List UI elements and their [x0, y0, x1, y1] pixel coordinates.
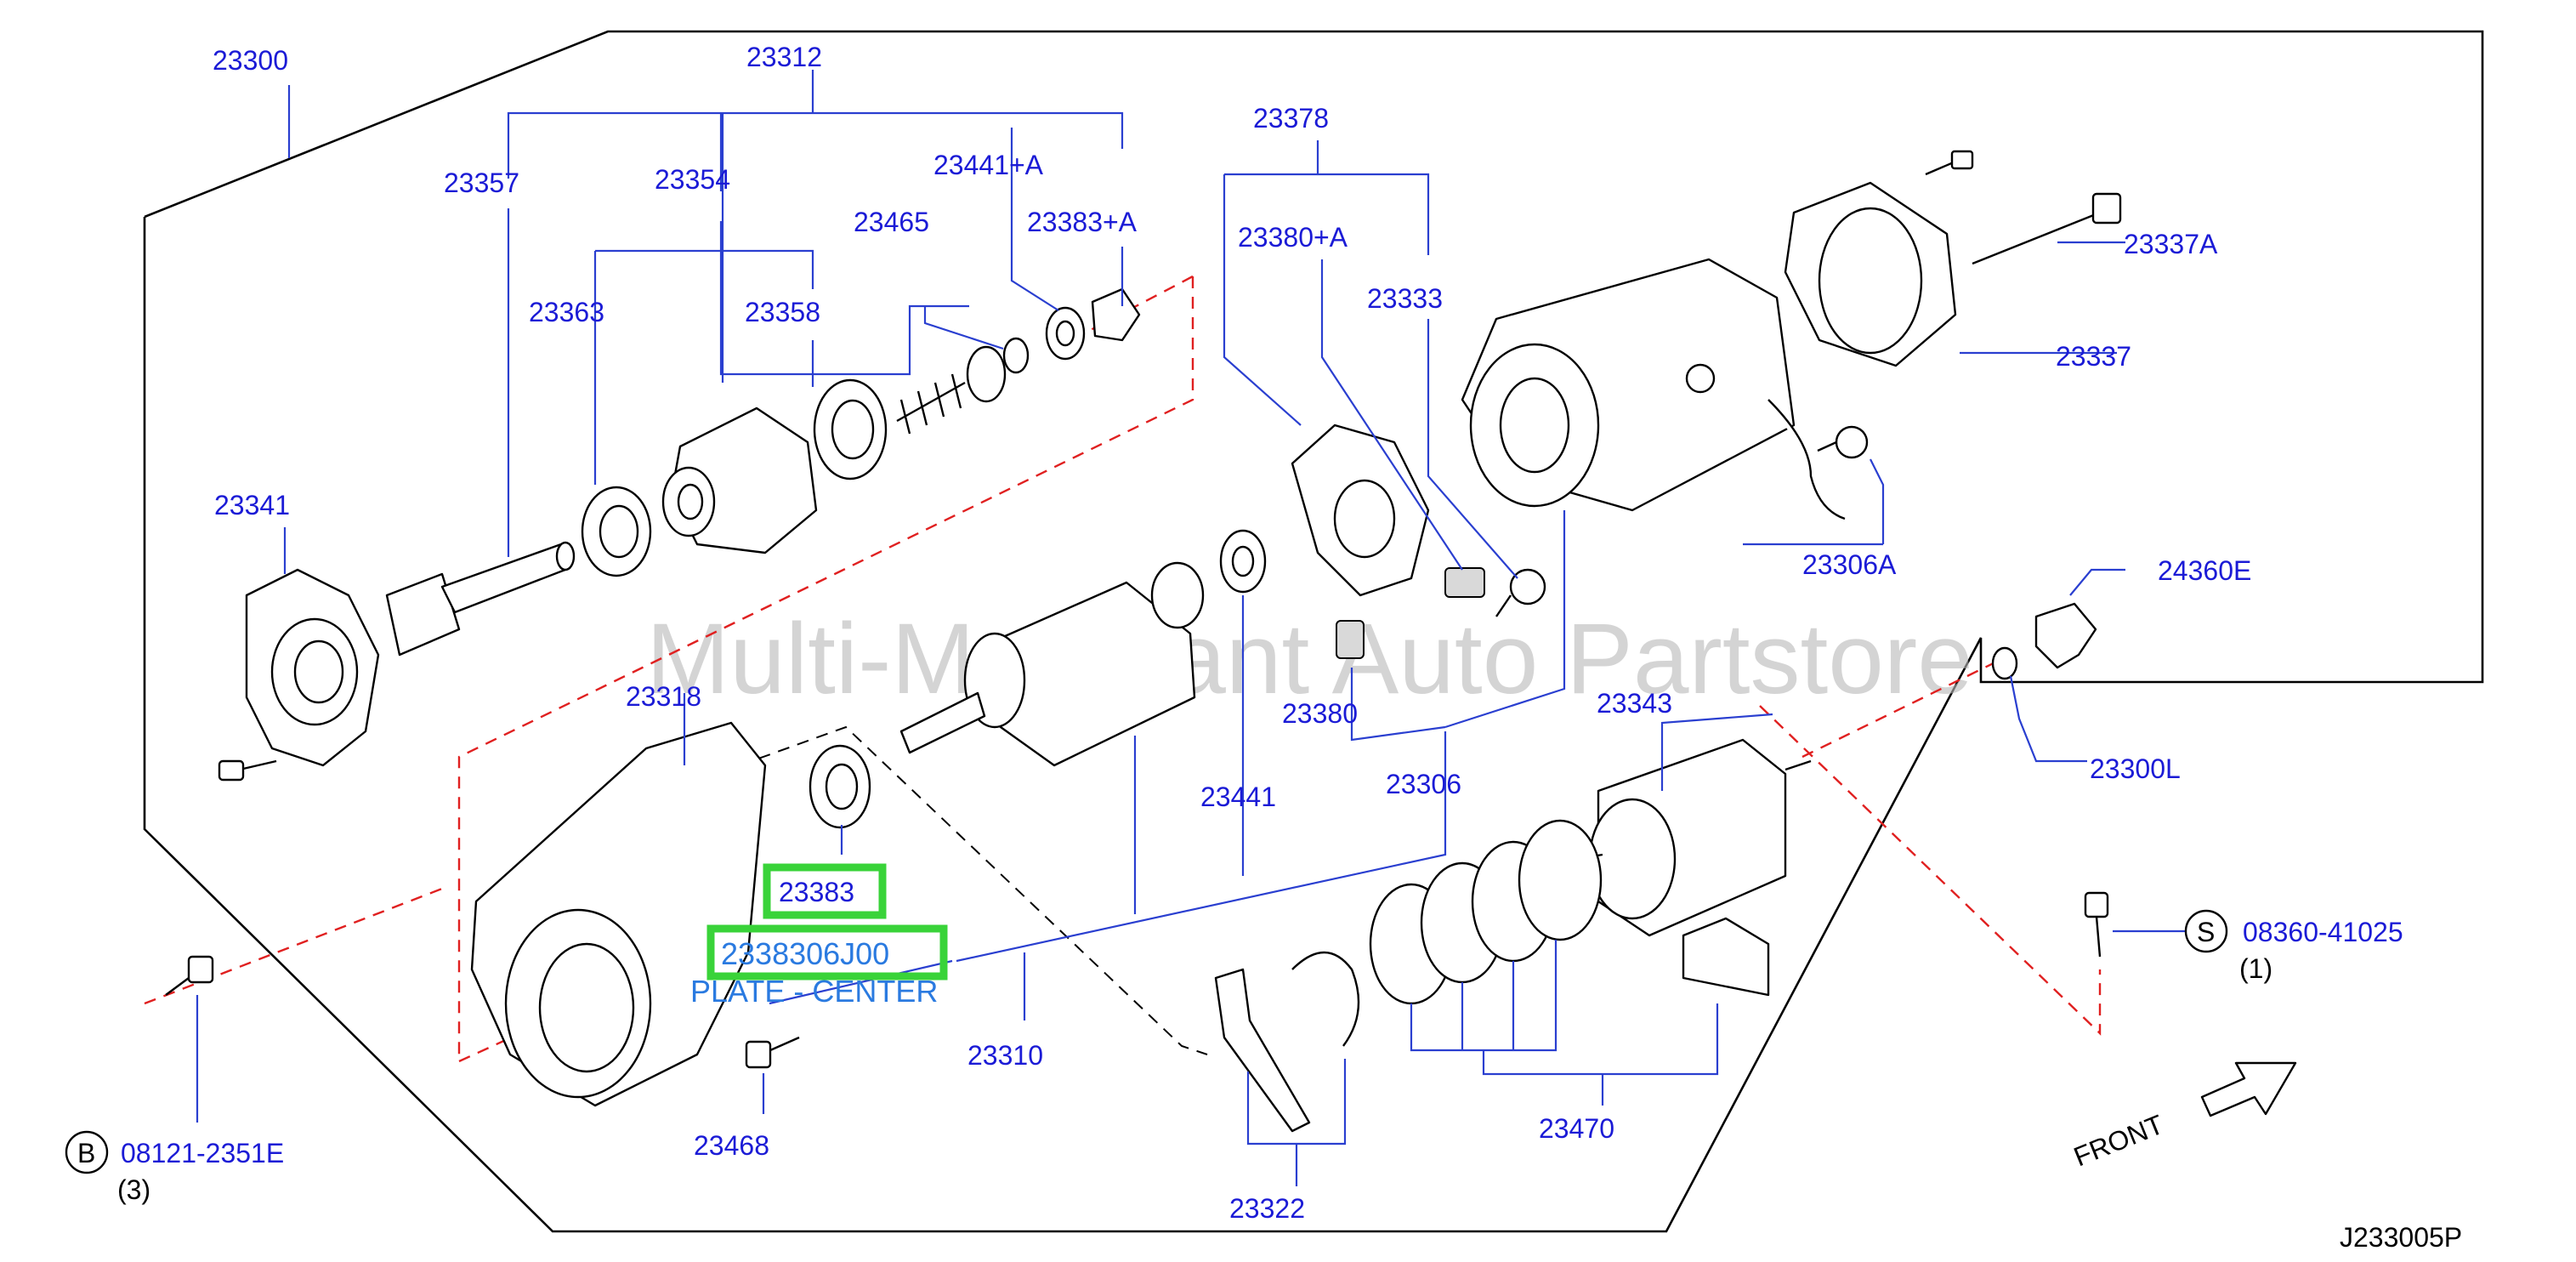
pinion-gear	[661, 406, 818, 554]
brush-holder	[1291, 424, 1430, 597]
screw-top	[1925, 150, 1974, 176]
label-23354[interactable]: 23354	[655, 164, 730, 195]
label-fastener-b[interactable]: 08121-2351E	[121, 1138, 284, 1168]
label-23322[interactable]: 23322	[1229, 1193, 1305, 1224]
label-23378[interactable]: 23378	[1253, 103, 1329, 134]
label-23318[interactable]: 23318	[626, 681, 701, 712]
label-24360e[interactable]: 24360E	[2158, 555, 2251, 586]
gear-housing	[470, 721, 767, 1107]
label-23306[interactable]: 23306	[1386, 769, 1461, 799]
pinion-shaft	[385, 541, 576, 657]
screw-23306a	[1817, 425, 1869, 459]
yoke-housing	[1461, 258, 1846, 520]
label-23380[interactable]: 23380	[1282, 698, 1358, 729]
brush-23380a	[1444, 567, 1485, 598]
drive-housing-plate	[245, 568, 380, 767]
highlight-box-23383	[763, 863, 887, 919]
bolt-23468	[745, 1036, 800, 1069]
label-23441[interactable]: 23441	[1200, 782, 1276, 812]
plate-23383a	[1091, 287, 1141, 342]
fastener-b-letter: B	[77, 1138, 95, 1168]
highlight-part-no[interactable]: 2338306J00	[721, 936, 889, 971]
through-bolt	[1972, 192, 2122, 265]
label-23343[interactable]: 23343	[1597, 688, 1672, 719]
bearing-23441	[1219, 529, 1267, 594]
shift-lever	[1214, 951, 1360, 1133]
brush-23380	[1336, 620, 1365, 659]
diagram-code: J233005P	[2340, 1222, 2462, 1253]
bearing-23441a	[1045, 306, 1086, 361]
label-23470[interactable]: 23470	[1539, 1113, 1614, 1144]
solenoid	[1576, 738, 1812, 937]
label-23357[interactable]: 23357	[444, 168, 519, 198]
watermark: Multi-Merchant Auto Partstore	[646, 603, 1973, 715]
highlight-caption: PLATE - CENTER	[690, 974, 938, 1009]
leader-lines	[196, 70, 2185, 1186]
label-23468[interactable]: 23468	[694, 1130, 769, 1161]
highlight-box-part-no	[706, 924, 948, 981]
label-23337[interactable]: 23337	[2056, 341, 2131, 372]
clutch-group-outline	[457, 276, 1194, 1061]
brush-spring	[1495, 568, 1546, 617]
bolt-dash-left	[144, 887, 443, 1005]
small-bolt-left	[218, 759, 277, 782]
label-fastener-s[interactable]: 08360-41025	[2243, 917, 2403, 947]
end-cover	[1784, 181, 1957, 367]
label-23333[interactable]: 23333	[1367, 283, 1443, 314]
label-23312[interactable]: 23312	[746, 42, 822, 72]
label-23465[interactable]: 23465	[854, 207, 929, 237]
label-23306a[interactable]: 23306A	[1802, 549, 1897, 580]
bearing-23363	[581, 486, 652, 577]
label-23441a[interactable]: 23441+A	[933, 150, 1044, 180]
fastener-s-qty: (1)	[2239, 953, 2272, 984]
armature	[899, 561, 1205, 767]
shim-plates	[1369, 819, 1603, 1005]
cap-24360e	[2034, 602, 2097, 669]
fastener-s-symbol	[2184, 909, 2228, 953]
bearing-23358	[813, 378, 888, 480]
label-23358[interactable]: 23358	[745, 297, 820, 327]
label-23337a[interactable]: 23337A	[2124, 229, 2218, 259]
fastener-b-qty: (3)	[117, 1174, 150, 1205]
label-23380a[interactable]: 23380+A	[1238, 222, 1348, 253]
fastener-b-symbol	[65, 1130, 109, 1174]
bolt-s	[2084, 891, 2109, 958]
block-23470	[1682, 917, 1770, 997]
label-23310[interactable]: 23310	[967, 1040, 1043, 1071]
label-23383[interactable]: 23383	[779, 877, 854, 907]
bearing-23383	[809, 744, 871, 829]
fastener-s-letter: S	[2197, 917, 2215, 947]
bolt-dash-right	[1759, 705, 2102, 1036]
bolt-b	[165, 955, 214, 996]
label-23341[interactable]: 23341	[214, 490, 290, 520]
label-23300l[interactable]: 23300L	[2090, 753, 2181, 784]
assembly-outline	[143, 30, 2484, 1233]
label-23363[interactable]: 23363	[529, 297, 604, 327]
label-23300[interactable]: 23300	[213, 45, 288, 76]
label-23383a[interactable]: 23383+A	[1027, 207, 1138, 237]
front-label: FRONT	[2069, 1109, 2168, 1173]
spring-23465	[896, 337, 1030, 435]
washer-23300l	[1991, 646, 2018, 680]
front-arrow-icon	[2200, 1061, 2297, 1117]
